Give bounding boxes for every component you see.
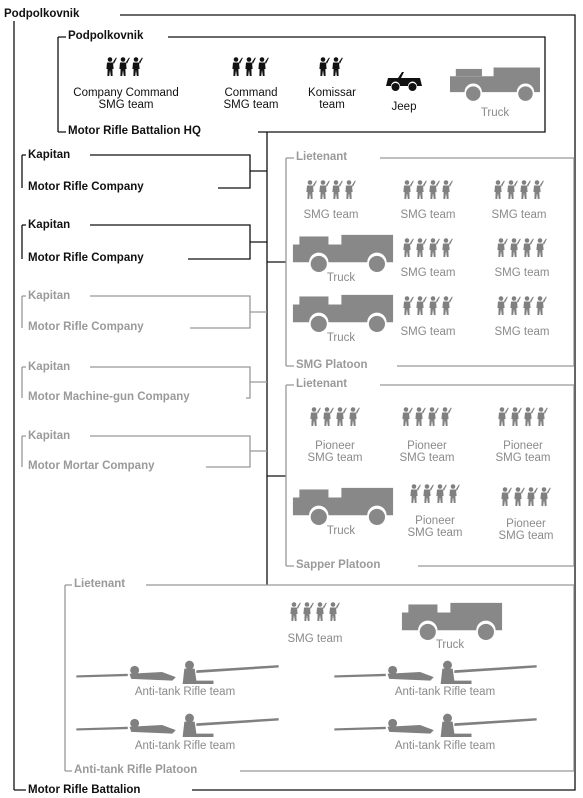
soldiers-4-icon: [501, 487, 551, 506]
smg-platoon-unit-label: Truck: [326, 272, 356, 284]
truck-icon: [292, 487, 394, 525]
smg-platoon-unit-label: SMG team: [494, 326, 550, 338]
at-platoon-unit-label: Truck: [435, 639, 465, 651]
hq-commander-label: Podpolkovnik: [66, 30, 146, 43]
at-platoon-unit-label: Anti-tank Rifle team: [394, 740, 496, 752]
at-platoon-commander-label: Lietenant: [72, 578, 128, 591]
truck-icon: [292, 234, 394, 272]
company-1-name-label: Motor Rifle Company: [26, 181, 146, 194]
soldiers-4-icon: [410, 484, 460, 503]
soldiers-4-icon: [290, 602, 340, 621]
anti-tank-rifle-icon: [334, 660, 537, 684]
sapper-platoon-unit-label: Pioneer SMG team: [399, 440, 455, 465]
at-platoon-unit-label: Anti-tank Rifle team: [134, 686, 236, 698]
soldiers-4-icon: [494, 180, 544, 199]
company-3-commander-label: Kapitan: [26, 290, 73, 303]
sapper-platoon-unit-label: Pioneer SMG team: [495, 440, 551, 465]
anti-tank-rifle-icon: [334, 713, 537, 737]
sapper-platoon-unit-label: Pioneer SMG team: [407, 515, 463, 540]
hq-unit-label: Jeep: [391, 101, 417, 113]
company-5-commander-label: Kapitan: [26, 430, 73, 443]
smg-platoon-unit-label: SMG team: [400, 267, 456, 279]
smg-platoon-unit-label: SMG team: [400, 326, 456, 338]
soldiers-4-icon: [402, 407, 452, 426]
company-4-name-label: Motor Machine-gun Company: [26, 391, 192, 404]
truck-icon: [292, 294, 394, 332]
sapper-platoon-commander-label: Lietenant: [294, 378, 350, 391]
company-3-name-label: Motor Rifle Company: [26, 321, 146, 334]
soldiers-4-icon: [310, 407, 360, 426]
jeep-icon: [386, 72, 422, 91]
company-1-commander-label: Kapitan: [26, 149, 73, 162]
hq-name-label: Motor Rifle Battalion HQ: [66, 125, 203, 138]
hq-unit-label: Company Command SMG team: [73, 87, 179, 112]
at-platoon-unit-label: SMG team: [287, 633, 343, 645]
soldiers-4-icon: [403, 180, 453, 199]
sapper-platoon-unit-label: Pioneer SMG team: [498, 518, 554, 543]
company-4-commander-label: Kapitan: [26, 361, 73, 374]
soldiers-3-icon: [106, 57, 143, 76]
sapper-platoon-unit-label: Truck: [326, 525, 356, 537]
hq-unit-label: Truck: [480, 107, 510, 119]
at-platoon-unit-label: Anti-tank Rifle team: [394, 686, 496, 698]
soldiers-4-icon: [306, 180, 356, 199]
soldiers-2-icon: [319, 57, 343, 76]
anti-tank-rifle-icon: [76, 713, 279, 737]
company-5-name-label: Motor Mortar Company: [26, 460, 157, 473]
soldiers-4-icon: [497, 238, 547, 257]
soldiers-4-icon: [497, 296, 547, 315]
soldiers-3-icon: [232, 57, 269, 76]
at-platoon-name-label: Anti-tank Rifle Platoon: [72, 764, 200, 777]
smg-platoon-unit-label: SMG team: [494, 267, 550, 279]
soldiers-4-icon: [403, 238, 453, 257]
anti-tank-rifle-icon: [76, 660, 279, 684]
company-2-commander-label: Kapitan: [26, 219, 73, 232]
sapper-platoon-name-label: Sapper Platoon: [294, 559, 383, 572]
smg-platoon-unit-label: SMG team: [400, 209, 456, 221]
smg-platoon-unit-label: SMG team: [491, 209, 547, 221]
battalion-name-label: Motor Rifle Battalion: [26, 784, 143, 797]
smg-platoon-unit-label: SMG team: [303, 209, 359, 221]
battalion-commander-label: Podpolkovnik: [2, 8, 82, 21]
truck-icon: [401, 602, 503, 640]
smg-platoon-commander-label: Lietenant: [294, 151, 350, 164]
smg-platoon-name-label: SMG Platoon: [294, 359, 370, 372]
smg-platoon-unit-label: Truck: [326, 332, 356, 344]
hq-unit-label: Command SMG team: [223, 87, 279, 112]
sapper-platoon-unit-label: Pioneer SMG team: [307, 440, 363, 465]
soldiers-4-icon: [403, 296, 453, 315]
hq-unit-label: Komissar team: [308, 87, 356, 112]
company-2-name-label: Motor Rifle Company: [26, 252, 146, 265]
at-platoon-unit-label: Anti-tank Rifle team: [134, 740, 236, 752]
soldiers-4-icon: [498, 407, 548, 426]
truck-icon: [450, 67, 540, 101]
